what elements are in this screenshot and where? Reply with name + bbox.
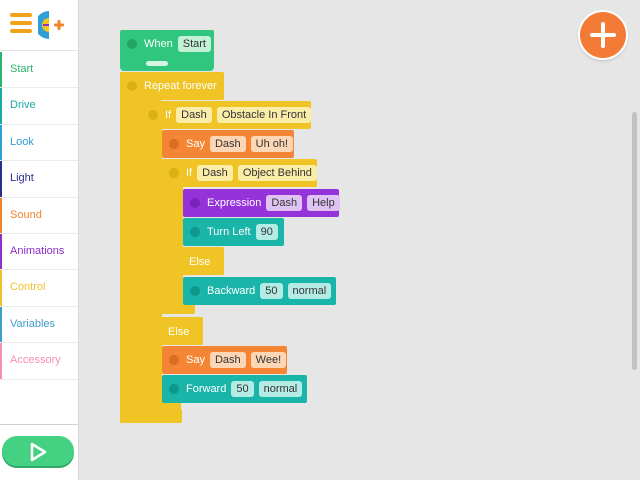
say2-text[interactable]: Wee! <box>250 352 287 368</box>
play-icon <box>30 442 47 462</box>
category-light[interactable]: Light <box>0 161 78 198</box>
if-outer-else-bar <box>141 317 203 345</box>
canvas-scrollbar[interactable] <box>632 112 637 370</box>
backward-value[interactable]: 50 <box>260 283 283 299</box>
if-outer-condition[interactable]: Obstacle In Front <box>216 107 312 123</box>
if-outer-label: If <box>165 109 172 121</box>
category-sound[interactable]: Sound <box>0 197 78 234</box>
backward-label: Backward <box>207 285 256 297</box>
block-connector-dot <box>169 168 179 178</box>
turn-left-block[interactable]: Turn Left 90 <box>183 218 284 246</box>
block-connector-dot <box>148 110 158 120</box>
turn-value[interactable]: 90 <box>255 224 278 240</box>
say-wee-block[interactable]: Say Dash Wee! <box>162 346 287 374</box>
block-connector-dot <box>127 39 137 49</box>
menu-icon[interactable] <box>10 13 32 33</box>
when-label: When <box>144 38 173 50</box>
repeat-label: Repeat forever <box>144 80 217 92</box>
forward-speed[interactable]: normal <box>258 381 303 397</box>
expression-block[interactable]: Expression Dash Help <box>183 189 340 217</box>
say2-label: Say <box>186 354 205 366</box>
if-inner-else-bar <box>162 247 224 275</box>
category-variables[interactable]: Variables <box>0 306 78 344</box>
else-inner-label: Else <box>189 256 211 268</box>
sidebar-divider <box>0 424 78 425</box>
if-inner-arm <box>162 159 183 314</box>
block-connector-dot <box>169 139 179 149</box>
if-object-behind-block[interactable]: If Dash Object Behind <box>162 159 317 187</box>
category-control[interactable]: Control <box>0 270 78 307</box>
if-inner-condition[interactable]: Object Behind <box>237 165 317 181</box>
turn-label: Turn Left <box>207 226 251 238</box>
if-inner-label: If <box>186 167 193 179</box>
say-robot[interactable]: Dash <box>209 136 246 152</box>
block-connector-dot <box>190 227 200 237</box>
block-connector-dot <box>190 286 200 296</box>
if-outer-foot <box>141 402 181 416</box>
expression-robot[interactable]: Dash <box>266 195 303 211</box>
forward-label: Forward <box>186 383 227 395</box>
expression-label: Expression <box>207 197 262 209</box>
if-outer-arm <box>141 100 162 416</box>
block-connector-dot <box>169 384 179 394</box>
play-button[interactable] <box>2 436 74 466</box>
block-connector-dot <box>127 81 137 91</box>
when-block-tab <box>146 61 168 66</box>
expression-value[interactable]: Help <box>307 195 340 211</box>
category-start[interactable]: Start <box>0 52 78 89</box>
add-button[interactable] <box>580 12 626 58</box>
category-look[interactable]: Look <box>0 124 78 162</box>
category-drive[interactable]: Drive <box>0 88 78 125</box>
repeat-forever-block[interactable]: Repeat forever <box>120 72 224 100</box>
category-animations[interactable]: Animations <box>0 233 78 271</box>
say2-robot[interactable]: Dash <box>209 352 246 368</box>
if-obstacle-block[interactable]: If Dash Obstacle In Front <box>141 101 312 129</box>
if-outer-robot[interactable]: Dash <box>176 107 212 123</box>
say-uh-oh-block[interactable]: Say Dash Uh oh! <box>162 130 294 158</box>
category-accessory[interactable]: Accessory <box>0 343 78 380</box>
forward-block[interactable]: Forward 50 normal <box>162 375 307 403</box>
else-outer-label: Else <box>168 326 190 338</box>
if-inner-robot[interactable]: Dash <box>197 165 233 181</box>
if-inner-foot <box>162 304 195 314</box>
say-label: Say <box>186 138 205 150</box>
backward-block[interactable]: Backward 50 normal <box>183 277 336 305</box>
sidebar-toolbar <box>0 0 78 51</box>
block-connector-dot <box>190 198 200 208</box>
repeat-forever-arm <box>120 72 141 423</box>
block-connector-dot <box>169 355 179 365</box>
code-canvas[interactable]: When Start Repeat forever If Dash Obstac… <box>79 0 632 480</box>
forward-value[interactable]: 50 <box>231 381 254 397</box>
when-start-block[interactable]: When Start <box>120 30 214 58</box>
app-logo-icon <box>38 11 64 39</box>
backward-speed[interactable]: normal <box>287 283 332 299</box>
when-arg[interactable]: Start <box>177 36 211 52</box>
say-text[interactable]: Uh oh! <box>250 136 294 152</box>
